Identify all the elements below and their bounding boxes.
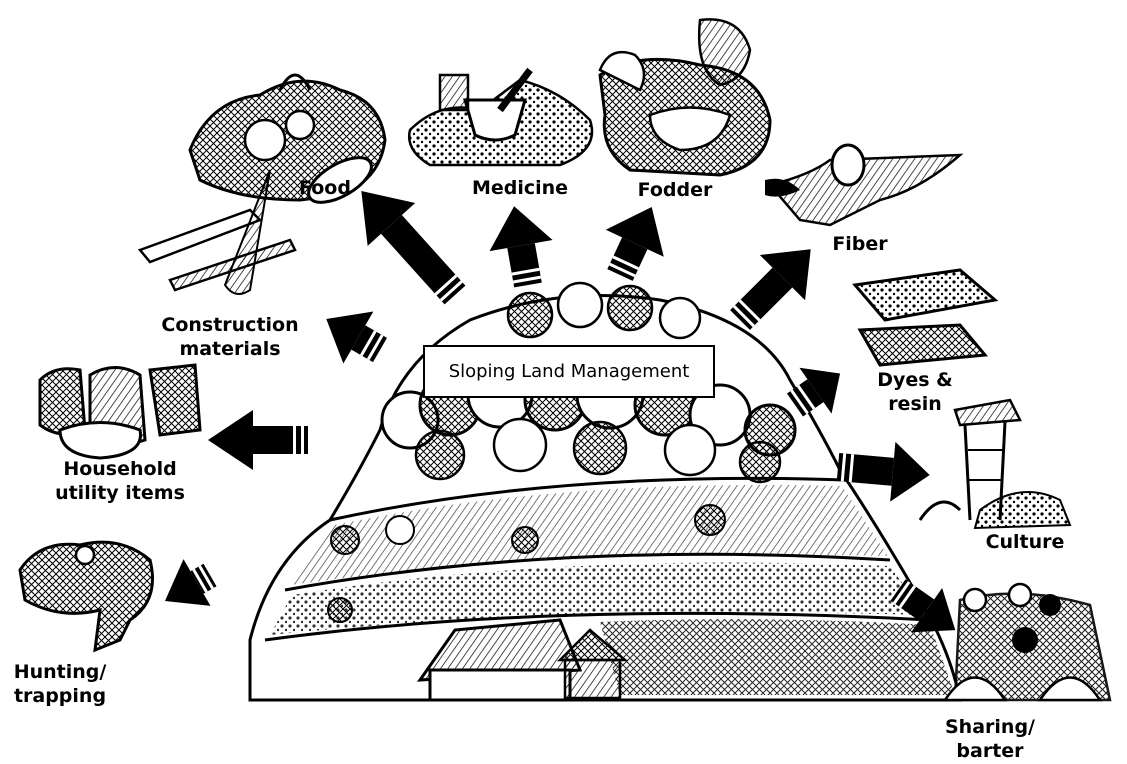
fodder-illustration [600, 19, 770, 175]
label-fiber: Fiber [825, 232, 895, 256]
medicine-illustration [409, 70, 592, 165]
arrow-household [208, 410, 308, 470]
label-sharing-barter: Sharing/ barter [940, 715, 1040, 763]
label-household-utility-items: Household utility items [45, 457, 195, 505]
center-title-box: Sloping Land Management [423, 345, 715, 398]
household-illustration [40, 365, 200, 458]
label-food: Food [285, 176, 365, 200]
culture-illustration [920, 400, 1070, 528]
label-hunting-trapping: Hunting/ trapping [5, 660, 115, 708]
arrow-medicine [483, 201, 560, 291]
arrow-construction [311, 293, 395, 376]
sharing-illustration [945, 584, 1110, 700]
label-dyes-resin: Dyes & resin [860, 368, 970, 416]
arrow-hunting [151, 552, 223, 625]
fiber-illustration [765, 145, 960, 225]
label-medicine: Medicine [460, 176, 580, 200]
arrow-fodder [591, 194, 681, 289]
label-construction-materials: Construction materials [150, 313, 310, 361]
label-fodder: Fodder [625, 178, 725, 202]
hunting-illustration [20, 542, 153, 650]
label-culture: Culture [975, 530, 1075, 554]
dyes-illustration [855, 270, 995, 365]
center-title: Sloping Land Management [449, 361, 690, 382]
